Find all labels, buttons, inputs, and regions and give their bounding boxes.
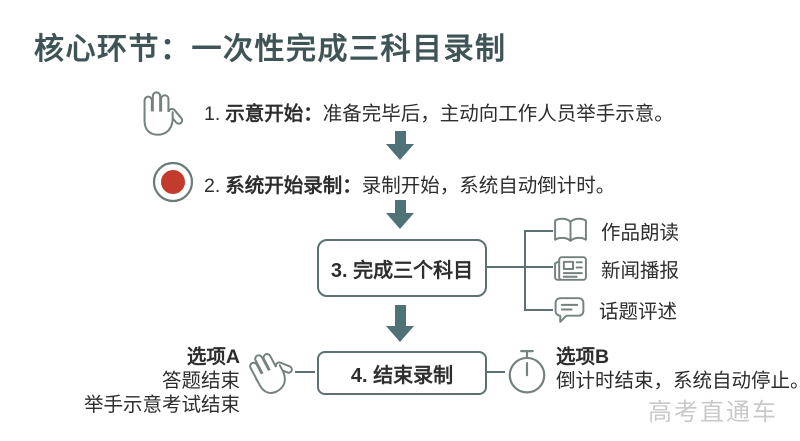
arrow-head — [386, 213, 414, 229]
step2-description: 录制开始，系统自动倒计时。 — [361, 175, 616, 197]
option-b-connector-line — [487, 371, 505, 373]
option-a-text: 选项A 答题结束 举手示意考试结束 — [40, 345, 240, 417]
option-a-title: 选项A — [186, 346, 240, 368]
raised-hand-icon — [134, 88, 184, 140]
arrow-head — [386, 144, 414, 160]
speech-bubble-icon — [552, 294, 587, 325]
subject-label: 话题评述 — [599, 301, 678, 323]
arrow-stem — [394, 131, 406, 144]
connector-bottom-line — [524, 309, 553, 311]
page-title: 核心环节：一次性完成三科目录制 — [34, 33, 507, 66]
watermark: 高考直通车 — [648, 399, 778, 426]
subject-label: 作品朗读 — [601, 222, 680, 244]
down-arrow-1 — [386, 131, 414, 160]
step2-label: 系统开始录制： — [225, 175, 362, 197]
arrow-head — [386, 326, 414, 342]
record-icon — [151, 160, 195, 204]
subject-label: 新闻播报 — [601, 260, 680, 282]
raised-hand-icon — [237, 340, 301, 406]
arrow-stem — [394, 305, 406, 326]
connector-top-line — [524, 230, 553, 232]
connector-mid-line — [487, 266, 553, 268]
step1-label: 示意开始： — [225, 103, 323, 125]
option-a-line1: 答题结束 — [161, 370, 240, 392]
subject-row: 话题评述 — [552, 294, 677, 325]
option-b-description: 倒计时结束，系统自动停止。 — [556, 370, 800, 392]
step4-label: 4. 结束录制 — [350, 364, 454, 387]
step2-text: 2.系统开始录制：录制开始，系统自动倒计时。 — [204, 169, 615, 198]
down-arrow-3 — [386, 305, 414, 342]
step2-number: 2. — [204, 175, 221, 197]
down-arrow-2 — [386, 200, 414, 229]
newspaper-icon — [552, 253, 589, 284]
option-b-text: 选项B 倒计时结束，系统自动停止。 — [556, 345, 800, 393]
step1-text: 1.示意开始：准备完毕后，主动向工作人员举手示意。 — [204, 97, 674, 126]
step1-number: 1. — [204, 103, 221, 125]
option-a-connector-line — [295, 371, 315, 373]
step3-box: 3. 完成三个科目 — [317, 239, 487, 297]
connector-vertical-line — [524, 230, 526, 311]
subject-row: 新闻播报 — [552, 253, 679, 284]
option-b-title: 选项B — [556, 346, 610, 368]
subject-row: 作品朗读 — [552, 215, 679, 246]
option-a-line2: 举手示意考试结束 — [83, 394, 240, 416]
step1-description: 准备完毕后，主动向工作人员举手示意。 — [322, 103, 674, 125]
stopwatch-icon — [506, 348, 548, 395]
step4-box: 4. 结束录制 — [317, 351, 487, 395]
arrow-stem — [394, 200, 406, 213]
step3-label: 3. 完成三个科目 — [330, 259, 474, 282]
open-book-icon — [552, 215, 589, 246]
